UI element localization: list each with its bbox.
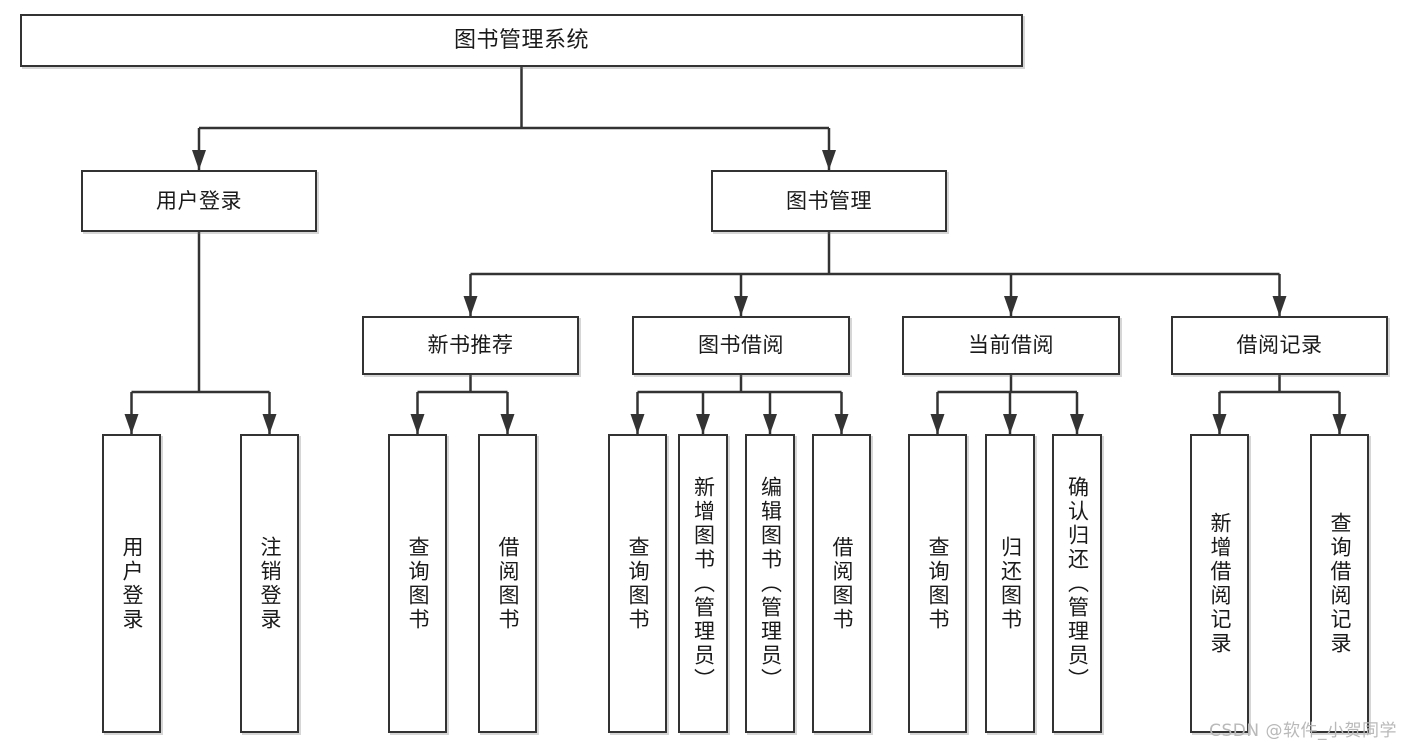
node-l-b2[interactable]: 借阅图书 xyxy=(812,434,871,733)
node-label: 当前借阅 xyxy=(968,333,1054,358)
node-l-logout[interactable]: 注销登录 xyxy=(240,434,299,733)
node-current[interactable]: 当前借阅 xyxy=(902,316,1120,375)
node-label: 图书管理系统 xyxy=(453,27,589,53)
node-l-q2[interactable]: 查询图书 xyxy=(608,434,667,733)
node-label: 新增图书（管理员） xyxy=(691,475,716,692)
node-label: 注销登录 xyxy=(258,535,283,632)
node-label: 归还图书 xyxy=(998,535,1023,632)
node-label: 新书推荐 xyxy=(427,333,514,358)
node-label: 新增借阅记录 xyxy=(1208,511,1233,656)
node-l-conf[interactable]: 确认归还（管理员） xyxy=(1052,434,1102,733)
node-records[interactable]: 借阅记录 xyxy=(1171,316,1388,375)
node-login[interactable]: 用户登录 xyxy=(81,170,317,232)
node-l-login[interactable]: 用户登录 xyxy=(102,434,161,733)
node-bookmgmt[interactable]: 图书管理 xyxy=(711,170,947,232)
node-l-b1[interactable]: 借阅图书 xyxy=(478,434,537,733)
node-label: 查询图书 xyxy=(926,535,951,632)
node-label: 借阅记录 xyxy=(1236,333,1323,358)
node-l-edit[interactable]: 编辑图书（管理员） xyxy=(745,434,795,733)
node-label: 确认归还（管理员） xyxy=(1065,475,1090,692)
node-label: 借阅图书 xyxy=(830,535,855,632)
node-label: 编辑图书（管理员） xyxy=(758,475,783,692)
node-borrow[interactable]: 图书借阅 xyxy=(632,316,850,375)
node-l-ret[interactable]: 归还图书 xyxy=(985,434,1035,733)
node-label: 用户登录 xyxy=(156,188,242,213)
node-label: 借阅图书 xyxy=(496,535,521,632)
node-l-q3[interactable]: 查询图书 xyxy=(908,434,967,733)
node-l-addrec[interactable]: 新增借阅记录 xyxy=(1190,434,1249,733)
node-root[interactable]: 图书管理系统 xyxy=(20,14,1023,67)
node-l-qrec[interactable]: 查询借阅记录 xyxy=(1310,434,1369,733)
node-label: 用户登录 xyxy=(120,535,145,632)
node-label: 图书借阅 xyxy=(698,333,784,358)
node-label: 查询图书 xyxy=(626,535,651,632)
watermark: CSDN @软件_小贺同学 xyxy=(1209,721,1397,741)
node-l-q1[interactable]: 查询图书 xyxy=(388,434,447,733)
node-label: 查询图书 xyxy=(406,535,431,632)
node-label: 图书管理 xyxy=(786,188,872,213)
node-label: 查询借阅记录 xyxy=(1328,511,1353,656)
node-l-add[interactable]: 新增图书（管理员） xyxy=(678,434,728,733)
node-newbook[interactable]: 新书推荐 xyxy=(362,316,579,375)
